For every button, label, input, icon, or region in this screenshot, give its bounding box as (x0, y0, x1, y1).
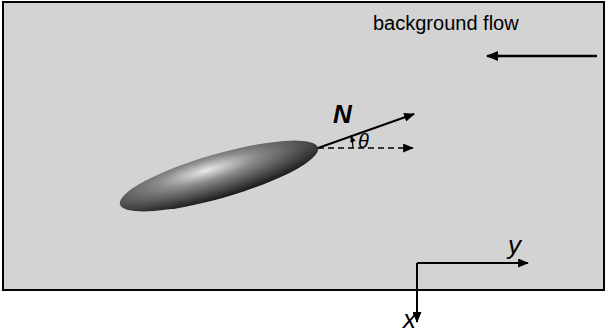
axis-line (416, 263, 418, 322)
ellipsoid-particle (114, 126, 324, 225)
flow-label: background flow (373, 13, 519, 33)
angle-label: θ (358, 131, 369, 151)
axis-line (417, 262, 528, 264)
axis-label: x (403, 306, 416, 332)
angle-arc (351, 136, 353, 148)
axis-label: y (508, 232, 521, 258)
vector-label: N (333, 101, 352, 127)
flow-domain (3, 2, 604, 290)
flow-arrow (487, 55, 597, 58)
